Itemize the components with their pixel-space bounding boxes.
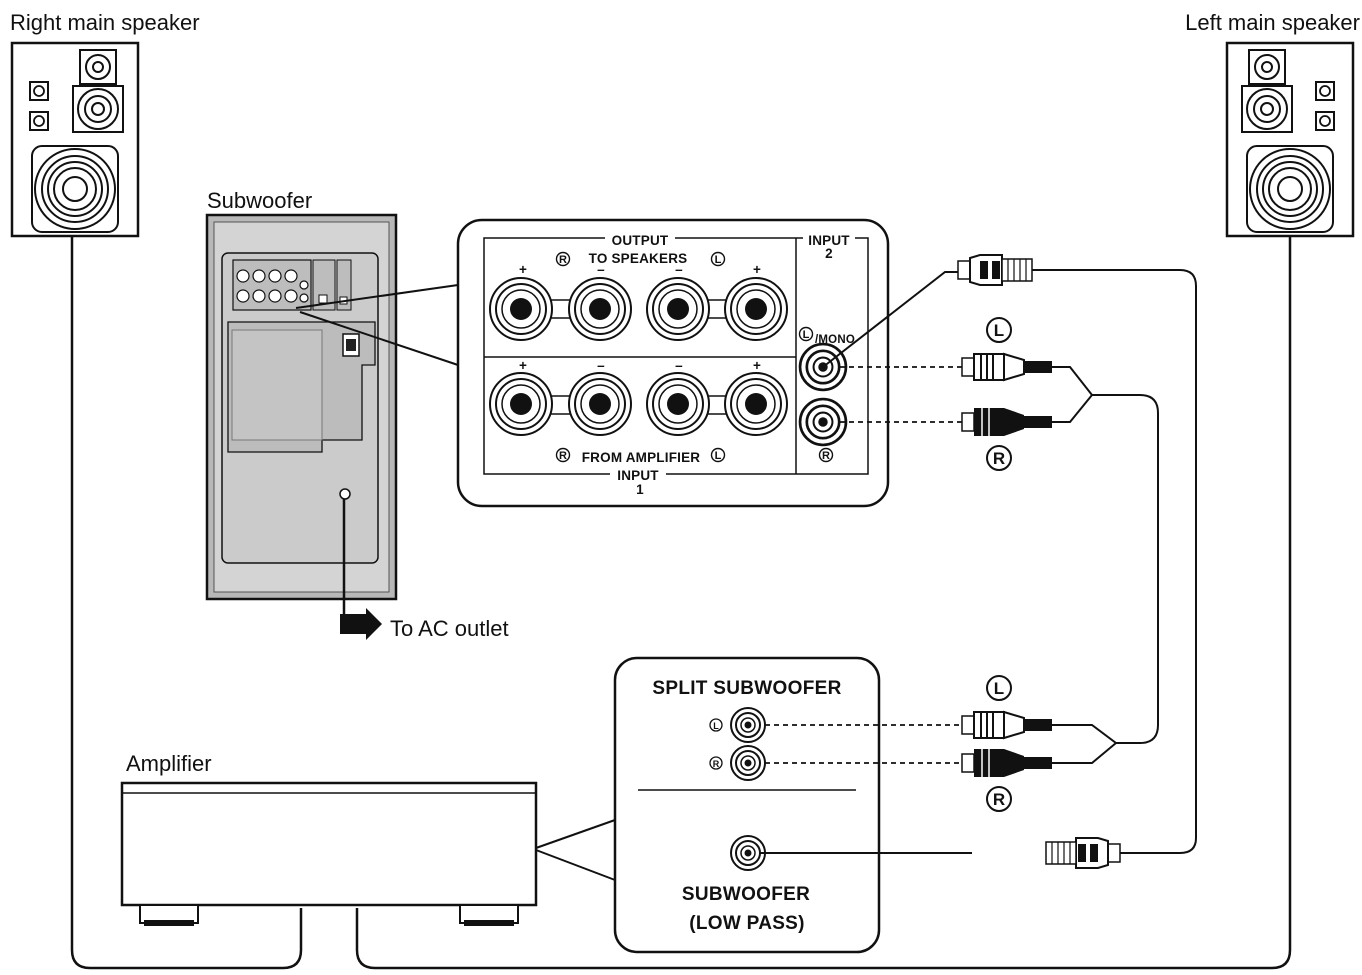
plus-sign: +	[753, 358, 761, 373]
amp-channel-l-icon: L	[709, 718, 723, 732]
amplifier-rear-panel	[613, 656, 881, 954]
svg-text:L: L	[715, 450, 722, 462]
right-speaker-wire	[70, 236, 303, 970]
low-pass-label: (LOW PASS)	[689, 913, 805, 934]
channel-r-icon: R	[555, 251, 571, 267]
cable-l-label-bottom: L	[986, 675, 1012, 701]
mono-label: /MONO	[815, 334, 855, 346]
svg-text:R: R	[559, 450, 567, 462]
input2-number: 2	[825, 246, 833, 261]
amp-channel-r-icon: R	[709, 756, 723, 770]
from-amplifier-label: FROM AMPLIFIER	[582, 450, 701, 465]
to-speakers-label: TO SPEAKERS	[589, 251, 688, 266]
right-speaker-label: Right main speaker	[10, 10, 200, 35]
channel-l-mono-icon: L	[798, 326, 814, 342]
subwoofer-label: Subwoofer	[207, 188, 312, 213]
mono-cable-lead	[822, 271, 962, 368]
cable-r-label-top: R	[986, 445, 1012, 471]
plus-sign: +	[519, 358, 527, 373]
plus-sign: +	[753, 262, 761, 277]
ac-outlet-label: To AC outlet	[390, 616, 509, 641]
minus-sign: –	[597, 358, 605, 373]
cable-r-label-bottom: R	[986, 786, 1012, 812]
channel-r-input2-icon: R	[818, 447, 834, 463]
y-cable-top	[1052, 366, 1159, 764]
left-main-speaker	[1225, 41, 1355, 238]
svg-text:L: L	[803, 329, 810, 341]
mono-cable	[1032, 269, 1197, 854]
channel-l-icon: L	[710, 251, 726, 267]
svg-text:R: R	[559, 254, 567, 266]
input2-label: INPUT	[808, 233, 850, 248]
channel-l-bottom-icon: L	[710, 447, 726, 463]
subwoofer-low-pass-label: SUBWOOFER	[682, 884, 810, 905]
svg-text:R: R	[713, 759, 720, 769]
polarity-top: + – – +	[519, 262, 761, 277]
subwoofer-unit	[205, 213, 398, 601]
amplifier-label: Amplifier	[126, 751, 212, 776]
zoom-wedge	[295, 284, 459, 366]
left-speaker-label: Left main speaker	[1185, 10, 1360, 35]
split-subwoofer-label: SPLIT SUBWOOFER	[652, 678, 841, 699]
right-main-speaker	[10, 41, 140, 238]
channel-r-bottom-icon: R	[555, 447, 571, 463]
output-label: OUTPUT	[612, 233, 669, 248]
svg-text:L: L	[713, 721, 719, 731]
input1-number: 1	[636, 482, 644, 497]
polarity-bottom: + – – +	[519, 358, 761, 373]
minus-sign: –	[675, 358, 683, 373]
subwoofer-rear-panel	[456, 218, 890, 508]
svg-text:L: L	[994, 321, 1004, 340]
left-speaker-wire	[355, 236, 1292, 970]
cable-l-label-top: L	[986, 317, 1012, 343]
svg-text:L: L	[715, 254, 722, 266]
plus-sign: +	[519, 262, 527, 277]
minus-sign: –	[675, 262, 683, 277]
input1-label: INPUT	[617, 468, 659, 483]
ac-arrow	[340, 608, 382, 640]
amplifier-unit	[120, 781, 538, 926]
svg-text:L: L	[994, 679, 1004, 698]
svg-text:R: R	[993, 449, 1005, 468]
svg-text:R: R	[993, 790, 1005, 809]
svg-text:R: R	[822, 450, 830, 462]
amp-zoom-wedge	[535, 819, 616, 881]
minus-sign: –	[597, 262, 605, 277]
